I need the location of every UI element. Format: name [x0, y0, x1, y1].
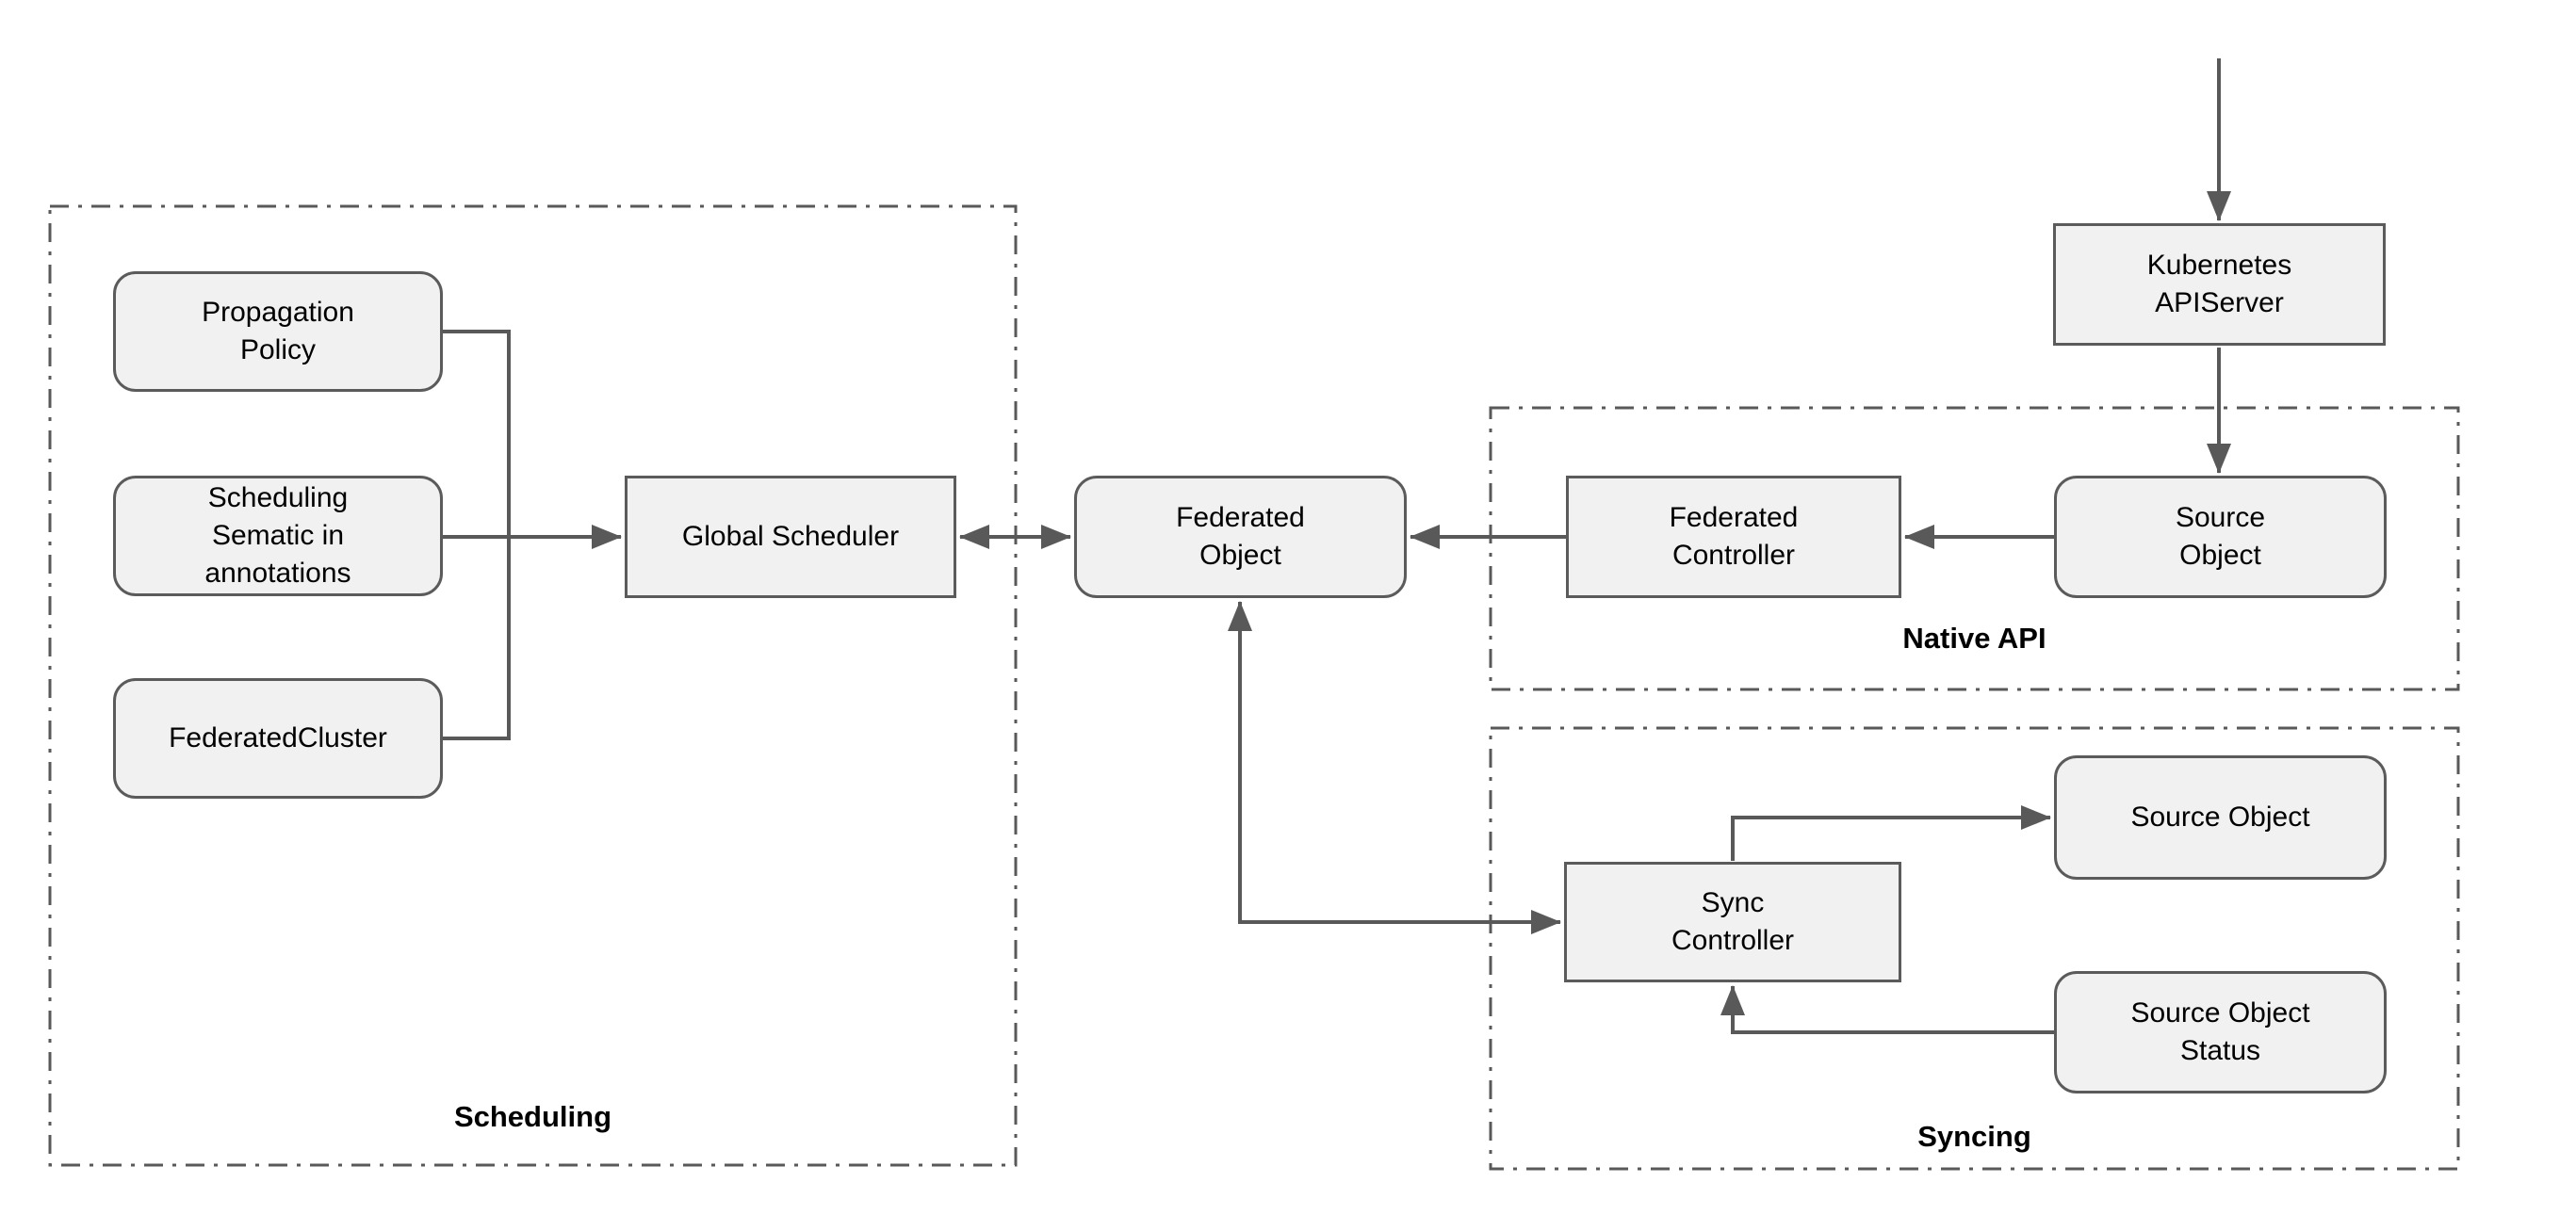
- node-source-object-syncing: Source Object: [2054, 755, 2387, 880]
- group-label-scheduling: Scheduling: [453, 1100, 612, 1133]
- node-federated-cluster: FederatedCluster: [113, 678, 443, 799]
- node-federated-object: Federated Object: [1074, 476, 1407, 598]
- node-source-object-native-api: Source Object: [2054, 476, 2387, 598]
- node-source-object-status: Source Object Status: [2054, 971, 2387, 1094]
- edge-sync-controller-to-source-object: [1731, 805, 2051, 861]
- node-federated-controller: Federated Controller: [1566, 476, 1901, 598]
- node-propagation-policy: Propagation Policy: [113, 271, 443, 392]
- group-label-native-api: Native API: [1902, 622, 2046, 655]
- group-scheduling-border: [48, 204, 1018, 1167]
- edge-federated-object-sync-controller: [1228, 601, 1561, 934]
- group-label-syncing: Syncing: [1917, 1120, 2031, 1153]
- edge-scheduler-input-bus: [443, 330, 511, 740]
- node-kubernetes-apiserver: Kubernetes APIServer: [2053, 223, 2386, 346]
- edge-source-object-status-to-sync-controller: [1720, 985, 2054, 1034]
- node-sync-controller: Sync Controller: [1564, 862, 1901, 982]
- node-scheduling-sematic-annotations: Scheduling Sematic in annotations: [113, 476, 443, 596]
- node-global-scheduler: Global Scheduler: [625, 476, 956, 598]
- group-native-api-border: [1489, 406, 2460, 691]
